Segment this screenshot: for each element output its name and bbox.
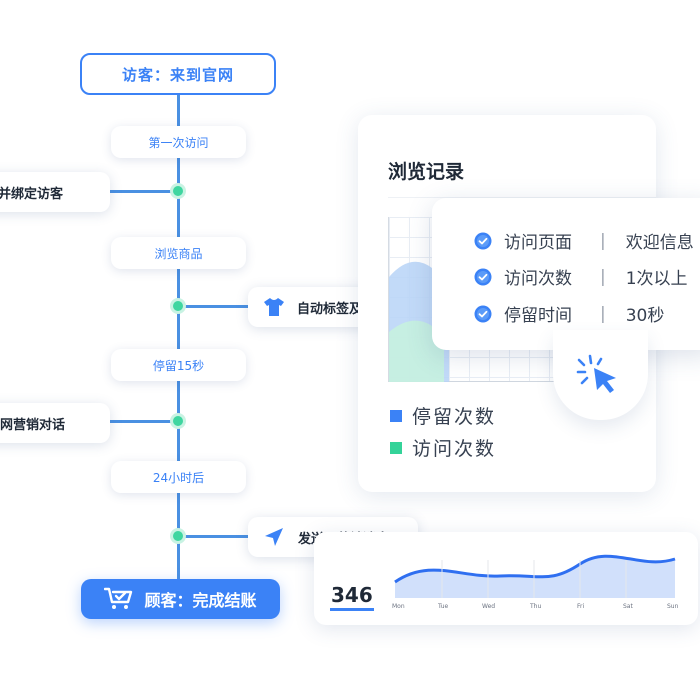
flow-action-label: 订阅并绑定访客 bbox=[0, 186, 64, 202]
info-value: 1次以上 bbox=[625, 269, 688, 289]
flow-step: 停留15秒 bbox=[111, 349, 246, 381]
day-label: Sun bbox=[667, 603, 679, 610]
flow-step: 第一次访问 bbox=[111, 126, 246, 158]
day-label: Wed bbox=[482, 603, 495, 610]
check-circle-icon bbox=[474, 268, 492, 285]
legend-label: 停留次数 bbox=[412, 406, 497, 428]
divider bbox=[388, 197, 656, 198]
day-label: Thu bbox=[529, 603, 541, 610]
day-label: Fri bbox=[577, 603, 584, 610]
info-row: 停留时间 | 30秒 bbox=[474, 301, 664, 326]
connector-line bbox=[108, 420, 180, 423]
flow-end-label: 顾客：完成结账 bbox=[144, 591, 257, 610]
cursor-click-icon bbox=[576, 354, 622, 402]
flow-start: 访客：来到官网 bbox=[80, 53, 276, 95]
flow-step: 浏览商品 bbox=[111, 237, 246, 269]
timeline-dot bbox=[170, 183, 186, 199]
info-value: 欢迎信息 bbox=[625, 233, 694, 253]
flow-action: 订阅并绑定访客 bbox=[0, 172, 110, 212]
browse-card-title: 浏览记录 bbox=[388, 161, 465, 183]
day-label: Mon bbox=[392, 603, 405, 610]
timeline-line bbox=[177, 92, 180, 580]
legend-swatch bbox=[390, 441, 402, 454]
legend-item: 访问次数 bbox=[390, 434, 496, 461]
flow-step: 24小时后 bbox=[111, 461, 246, 493]
info-value: 30秒 bbox=[625, 306, 665, 326]
mini-chart-value: 346 bbox=[331, 583, 373, 607]
legend-item: 停留次数 bbox=[390, 402, 496, 429]
timeline-dot bbox=[170, 413, 186, 429]
legend-label: 访问次数 bbox=[412, 438, 497, 460]
separator: | bbox=[600, 303, 606, 324]
info-key: 访问次数 bbox=[504, 269, 572, 289]
day-label: Tue bbox=[437, 603, 449, 610]
info-row: 访问次数 | 1次以上 bbox=[474, 264, 688, 289]
send-icon bbox=[264, 527, 284, 547]
connector-line bbox=[178, 535, 250, 538]
flow-action: 发官网营销对话 bbox=[0, 403, 110, 443]
day-label: Sat bbox=[623, 603, 633, 610]
legend-swatch bbox=[390, 409, 402, 422]
separator: | bbox=[600, 230, 606, 251]
info-key: 访问页面 bbox=[504, 233, 572, 253]
check-circle-icon bbox=[474, 305, 492, 322]
mini-chart: Mon Tue Wed Thu Fri Sat Sun bbox=[392, 554, 679, 610]
connector-line bbox=[108, 190, 180, 193]
flow-action-label: 发官网营销对话 bbox=[0, 417, 66, 433]
flow-end-button: 顾客：完成结账 bbox=[81, 579, 280, 619]
value-underline bbox=[330, 608, 374, 611]
timeline-dot bbox=[170, 298, 186, 314]
connector-line bbox=[178, 305, 250, 308]
cart-check-icon bbox=[104, 587, 134, 611]
info-row: 访问页面 | 欢迎信息 bbox=[474, 228, 694, 253]
separator: | bbox=[600, 266, 606, 287]
info-key: 停留时间 bbox=[504, 306, 572, 326]
tshirt-icon bbox=[263, 297, 285, 317]
timeline-dot bbox=[170, 528, 186, 544]
check-circle-icon bbox=[474, 232, 492, 249]
